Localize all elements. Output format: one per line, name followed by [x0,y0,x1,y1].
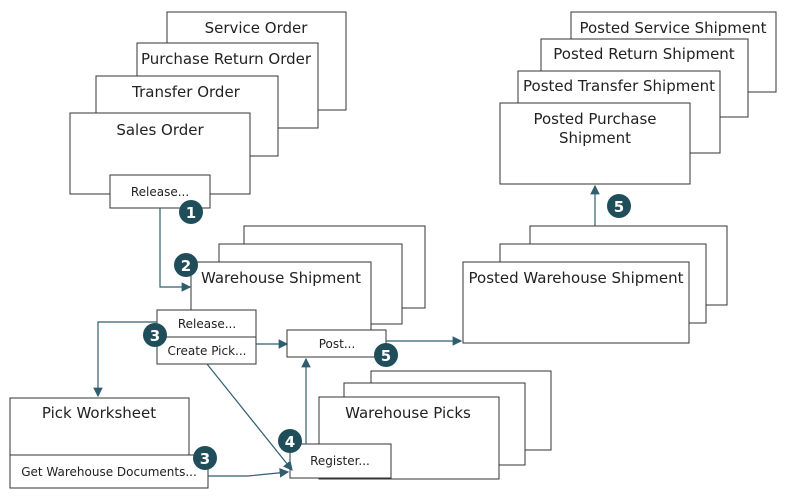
posted-purchase-shipment-label-2: Shipment [559,129,631,147]
purchase-return-order-label: Purchase Return Order [141,50,312,68]
connector-release-to-pick-worksheet [93,321,157,398]
source-orders-stack: Service Order Purchase Return Order Tran… [69,11,347,209]
step-badges: 1 2 3 3 4 5 5 [143,194,631,470]
release-button-shipment-label: Release... [178,317,236,331]
step-badge-5a: 5 [374,343,398,367]
release-button-shipment[interactable] [156,309,257,338]
step-badge-5b: 5 [607,194,631,218]
warehouse-shipment-title: Warehouse Shipment [201,269,361,287]
sales-order-label: Sales Order [116,121,204,139]
posted-purchase-shipment-card [499,102,691,185]
warehouse-shipment-stack: Warehouse Shipment Release... Create Pic… [156,225,426,365]
posted-warehouse-shipment-card [462,261,690,344]
transfer-order-label: Transfer Order [131,83,241,101]
register-button-label: Register... [310,454,370,468]
step-badge-5a-label: 5 [381,347,391,365]
connector-get-docs-to-register [208,468,290,478]
warehouse-picks-stack: Warehouse Picks Register... [289,370,552,480]
create-pick-button[interactable] [156,336,257,365]
get-warehouse-documents-label: Get Warehouse Documents... [21,465,197,479]
step-badge-3a: 3 [143,323,167,347]
create-pick-button-label: Create Pick... [168,344,247,358]
connectors [93,184,600,478]
get-warehouse-documents-button[interactable] [9,454,209,489]
step-badge-2-label: 2 [181,257,191,275]
warehouse-picks-title: Warehouse Picks [345,404,471,422]
posted-service-shipment-label: Posted Service Shipment [579,19,766,37]
step-badge-4-label: 4 [285,433,295,451]
service-order-label: Service Order [205,19,309,37]
step-badge-1-label: 1 [186,204,196,222]
pick-worksheet-group: Pick Worksheet Get Warehouse Documents..… [9,397,209,489]
step-badge-1: 1 [179,200,203,224]
connector-create-pick-to-register [206,363,293,471]
step-badge-3a-label: 3 [150,327,160,345]
step-badge-5b-label: 5 [614,198,624,216]
posted-warehouse-shipment-stack: Posted Warehouse Shipment [462,225,728,344]
step-badge-3b-label: 3 [200,450,210,468]
pick-worksheet-title: Pick Worksheet [42,404,156,422]
posted-purchase-shipment-label-1: Posted Purchase [533,110,656,128]
posted-return-shipment-label: Posted Return Shipment [553,45,735,63]
posted-shipments-stack: Posted Service Shipment Posted Return Sh… [499,11,777,185]
post-button-shipment-label: Post... [319,337,356,351]
connector-release-to-shipment [159,208,192,292]
release-button-order-label: Release... [131,185,189,199]
step-badge-4: 4 [278,429,302,453]
posted-warehouse-shipment-title: Posted Warehouse Shipment [469,269,684,287]
step-badge-3b: 3 [193,446,217,470]
posted-transfer-shipment-label: Posted Transfer Shipment [523,77,715,95]
step-badge-2: 2 [174,253,198,277]
pick-worksheet-card [9,397,190,456]
